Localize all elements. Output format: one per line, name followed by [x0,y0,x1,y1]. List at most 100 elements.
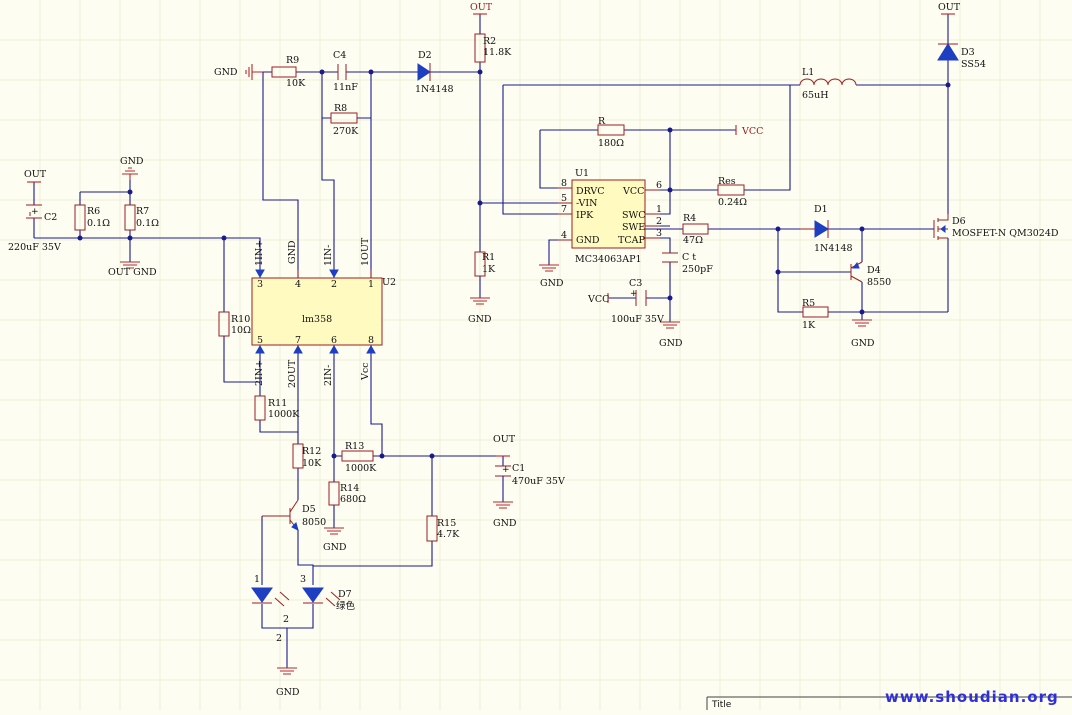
port-gnd-ct: GND [659,338,683,349]
u1-pin-vcc: VCC [622,186,644,197]
r8-value: 270K [333,126,359,137]
r5-value: 1K [802,320,816,331]
transistors: D6 MOSFET-N QM3024D D4 8550 D5 8050 [262,214,1059,531]
c1-value: 470uF 35V [512,476,565,487]
r15-value: 4.7K [437,529,460,540]
u1-num-2: 2 [656,216,662,227]
resistor-r1 [474,251,486,277]
d1-ref: D1 [814,204,828,215]
resistor-r2 [474,33,486,63]
c4-ref: C4 [333,50,346,61]
port-out-top-mid: OUT [470,2,493,13]
r2-ref: R2 [483,36,496,47]
r5-ref: R5 [802,298,815,309]
resistor-r9 [271,66,297,78]
u1-num-6: 6 [656,180,662,191]
resistor-r10 [218,311,230,337]
diode-d1 [800,220,829,238]
resistor-r11 [254,395,266,421]
resistor-r7 [124,204,136,231]
r12-value: 10K [302,458,322,469]
res-value: 0.24Ω [718,197,747,208]
resistor-r15 [426,515,438,542]
r6-ref: R6 [87,206,100,217]
inductor-l1 [799,78,857,86]
port-out-top-right: OUT [938,2,961,13]
d2-ref: D2 [418,50,432,61]
c3-value: 100uF 35V [611,314,664,325]
u1-pin-drvc: DRVC [576,186,605,197]
d7-ref: D7 [338,589,352,600]
u2-num-7: 7 [295,335,301,346]
capacitor-c3 [635,290,647,306]
ct-ref: C t [682,252,696,263]
u1-pin-gnd: GND [576,235,600,246]
d1-value: 1N4148 [814,243,853,254]
u2-ref: U2 [382,277,396,288]
u2-pin-2out: 2OUT [287,359,298,388]
led-pin-1: 1 [254,574,260,585]
u2-pin-gnd: GND [287,240,298,264]
u2-num-8: 8 [368,335,374,346]
c1-ref: C1 [512,463,525,474]
r7-value: 0.1Ω [136,218,159,229]
led-pin-2b: 2 [276,633,282,644]
u2-num-5: 5 [257,335,263,346]
u2-num-2: 2 [331,279,337,290]
u1-pin-vin: -VIN [576,198,597,209]
resistor-r6 [74,204,86,231]
d4-ref: D4 [867,265,881,276]
u2-value: lm358 [302,314,332,325]
title-label: Title [711,700,732,710]
u2-pin-2in-plus: 2IN+ [254,360,265,386]
u2-num-6: 6 [331,335,337,346]
port-out-c1: OUT [493,434,516,445]
port-gnd-r9: GND [214,67,238,78]
resistors: R9 10K R8 270K R2 11.8K R1 1K R 180Ω Res… [74,33,829,542]
diodes: D2 1N4148 D3 SS54 D1 1N4148 L1 65uH [415,43,986,254]
d5-ref: D5 [302,504,316,515]
d5-value: 8050 [302,517,326,528]
resistor-res [717,184,745,196]
u1-num-7: 7 [561,204,567,215]
resistor-r12 [292,443,304,469]
d6-value: MOSFET-N QM3024D [952,228,1059,239]
port-gnd-left-top: GND [120,156,144,167]
r14-ref: R14 [340,483,359,494]
capacitor-c2 [26,204,42,219]
r13-ref: R13 [345,441,364,452]
d3-ref: D3 [961,47,975,58]
led-pin-2a: 2 [283,614,289,625]
svg-text:+: + [630,289,638,299]
c2-ref: C2 [44,212,57,223]
title-block: Title [706,696,1072,710]
port-gnd-u1: GND [540,278,564,289]
r2-value: 11.8K [483,47,512,58]
u2-pin-1in-plus: 1IN+ [254,240,265,266]
d7-value: 绿色 [336,600,356,612]
r10-value: 10Ω [231,325,251,336]
r14-value: 680Ω [340,494,366,505]
r7-ref: R7 [136,206,149,217]
u1-value: MC34063AP1 [575,254,642,265]
svg-text:+: + [502,465,510,475]
r4-ref: R4 [683,213,696,224]
r-value: 180Ω [598,138,624,149]
r11-value: 1000K [268,409,300,420]
port-out-left: OUT [24,169,47,180]
resistor-r4 [682,223,709,235]
capacitor-c4 [337,64,347,80]
led-d7: 1 2 3 2 [251,574,341,644]
u1-num-8: 8 [561,178,567,189]
c2-value: 220uF 35V [8,242,61,253]
u1-pin-ipk: IPK [576,210,594,221]
u1-ref: U1 [575,168,589,179]
power-ports: OUT OUT OUT OUT GND GND OUT GND GND GND … [24,2,961,698]
u1-num-1: 1 [656,204,662,215]
wires [33,14,949,668]
ct-value: 250pF [682,264,713,275]
u2-pin-1out: 1OUT [360,237,371,266]
port-gnd-led: GND [276,687,300,698]
